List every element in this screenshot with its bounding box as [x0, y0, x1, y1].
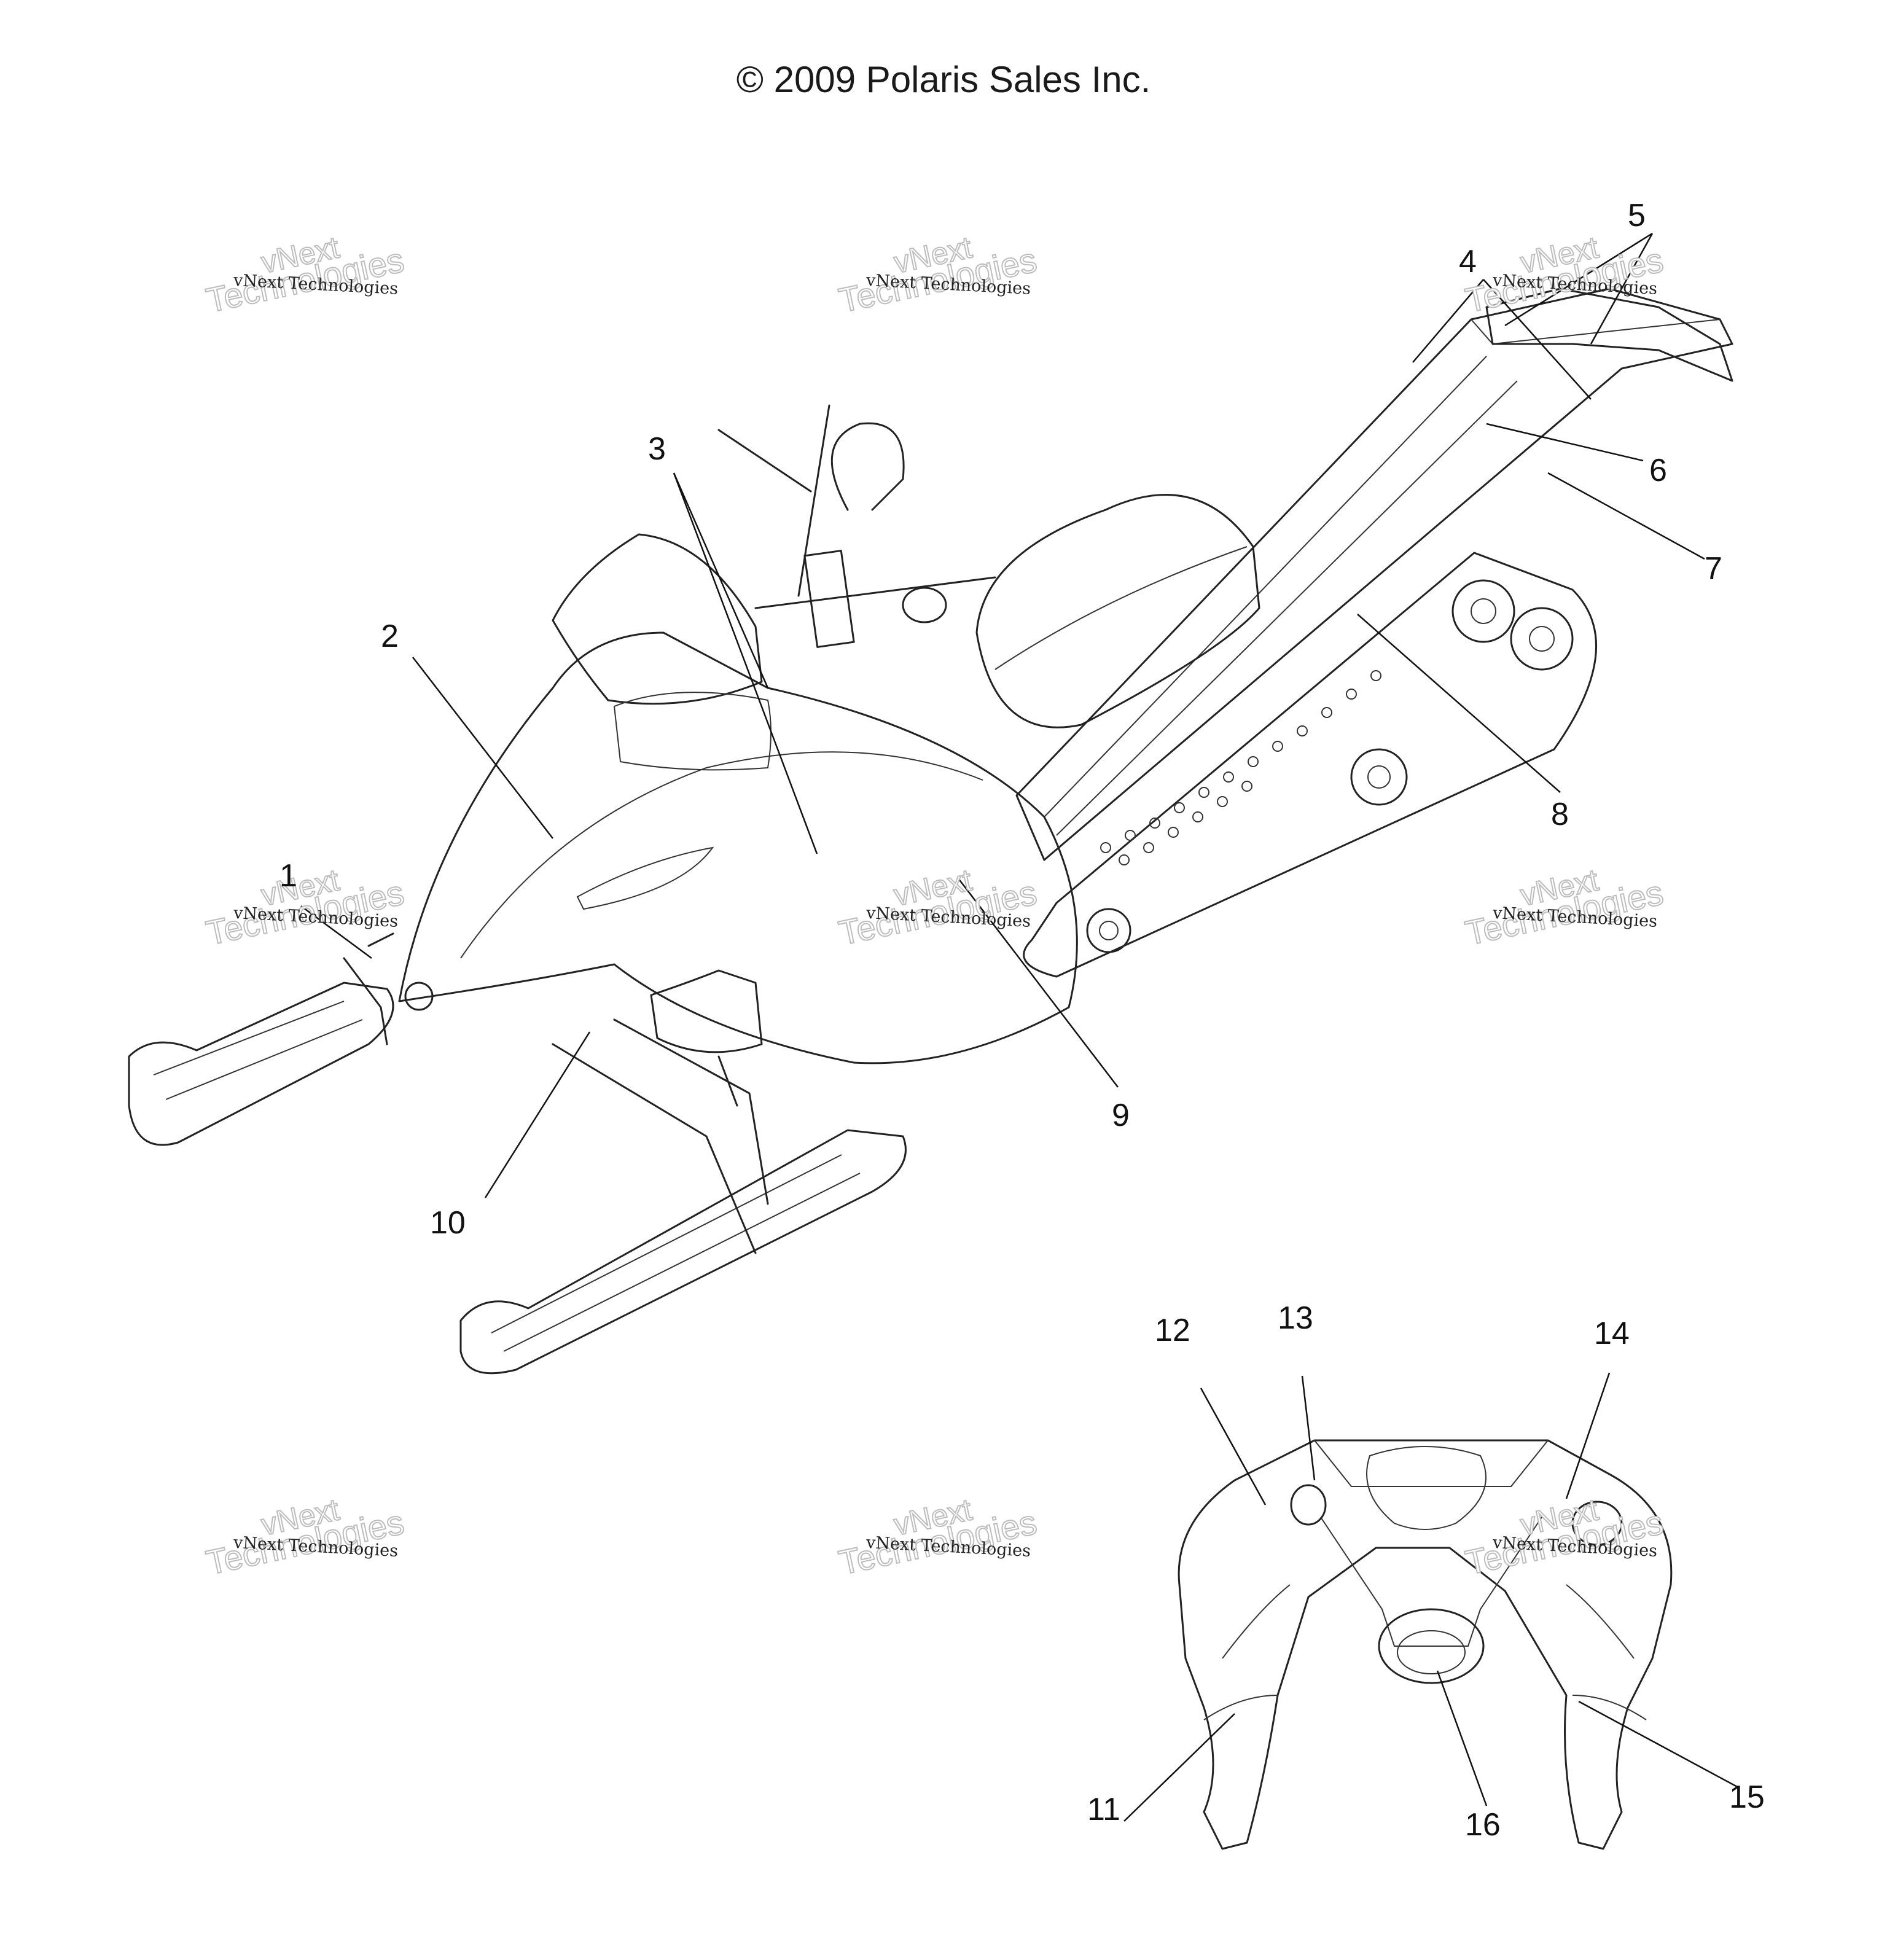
watermark: vNext Technologies vNext Technologies	[202, 1491, 408, 1582]
watermark: vNext Technologies vNext Technologies	[202, 229, 408, 320]
copyright-notice: © 2009 Polaris Sales Inc.	[736, 59, 1151, 100]
callout-1: 1	[279, 858, 297, 894]
watermark: vNext Technologies vNext Technologies	[1461, 862, 1667, 953]
watermark: vNext Technologies vNext Technologies	[835, 1491, 1041, 1582]
callout-14: 14	[1594, 1316, 1630, 1351]
hood-inset-drawing	[1178, 1439, 1673, 1850]
watermark: vNext Technologies vNext Technologies	[202, 862, 408, 953]
callout-5: 5	[1628, 198, 1646, 233]
callout-13: 13	[1278, 1300, 1313, 1336]
callout-15: 15	[1729, 1779, 1765, 1815]
callout-8: 8	[1551, 797, 1569, 832]
watermark: vNext Technologies vNext Technologies	[835, 862, 1041, 953]
callout-16: 16	[1465, 1807, 1501, 1843]
snowmobile-drawing	[128, 287, 1733, 1375]
callout-4: 4	[1459, 244, 1477, 279]
watermark: vNext Technologies vNext Technologies	[1461, 229, 1667, 320]
callout-10: 10	[430, 1205, 466, 1241]
callout-3: 3	[648, 431, 666, 467]
callout-9: 9	[1112, 1098, 1130, 1133]
callout-12: 12	[1155, 1313, 1190, 1348]
callout-7: 7	[1705, 551, 1722, 587]
leader-lines	[300, 232, 1739, 1822]
callout-6: 6	[1649, 453, 1667, 488]
callout-11: 11	[1087, 1792, 1120, 1827]
watermark: vNext Technologies vNext Technologies	[835, 229, 1041, 320]
callout-2: 2	[381, 619, 399, 654]
watermark: vNext Technologies vNext Technologies	[1461, 1491, 1667, 1582]
